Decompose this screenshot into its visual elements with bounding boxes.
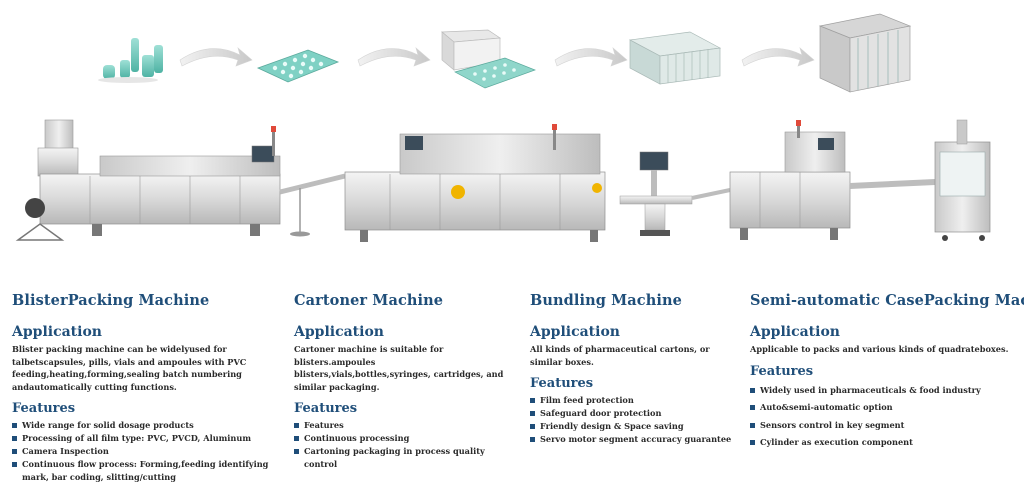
blister-packing-section: BlisterPacking Machine Application Blist… <box>12 292 274 484</box>
bundling-section: Bundling Machine Application All kinds o… <box>530 292 742 446</box>
feature-item: Friendly design & Space saving <box>530 420 742 433</box>
application-heading: Application <box>12 324 102 340</box>
section-title: BlisterPacking Machine <box>12 292 210 309</box>
feature-item: Widely used in pharmaceuticals & food in… <box>750 382 1018 400</box>
bundling-machine-image <box>691 120 851 240</box>
section-title: Bundling Machine <box>530 292 682 309</box>
section-title: Cartoner Machine <box>294 292 444 309</box>
feature-item: Servo motor segment accuracy guarantee <box>530 433 742 446</box>
feature-item: Safeguard door protection <box>530 407 742 420</box>
feature-item: Processing of all film type: PVC, PVCD, … <box>12 432 274 445</box>
application-heading: Application <box>750 324 840 340</box>
blister-pack-icon <box>256 49 340 83</box>
feature-item: Film feed protection <box>530 394 742 407</box>
feature-item: Cylinder as execution component <box>750 434 1018 452</box>
checkweigher-image <box>619 151 693 236</box>
features-heading: Features <box>530 376 594 391</box>
feature-item: Continuous processing <box>294 432 506 445</box>
application-text: Applicable to packs and various kinds of… <box>750 344 1009 354</box>
case-packing-section: Semi-automatic CasePacking Machine Appli… <box>750 292 1024 452</box>
application-heading: Application <box>530 324 620 340</box>
feature-item: Continuous flow process: Forming,feeding… <box>12 458 274 484</box>
bundled-cartons-icon <box>628 31 722 85</box>
application-text: All kinds of pharmaceutical cartons, or … <box>530 344 710 367</box>
features-heading: Features <box>750 363 814 379</box>
cartoner-machine-image <box>344 124 606 242</box>
flow-arrow-icon <box>179 47 253 67</box>
feature-item: Cartoning packaging in process quality c… <box>294 445 506 471</box>
blister-packing-machine-image <box>15 119 346 241</box>
feature-item: Camera Inspection <box>12 445 274 458</box>
shipping-case-icon <box>818 13 912 93</box>
feature-item: Auto&semi-automatic option <box>750 399 1018 417</box>
flow-arrow-icon <box>554 47 628 67</box>
carton-with-blisters-icon <box>441 29 536 89</box>
vials-ampoules-icon <box>98 38 163 83</box>
feature-item: Features <box>294 419 506 432</box>
features-list: Film feed protection Safeguard door prot… <box>530 394 742 446</box>
application-heading: Application <box>294 324 384 340</box>
features-heading: Features <box>12 401 76 416</box>
feature-item: Sensors control in key segment <box>750 417 1018 435</box>
features-list: Wide range for solid dosage products Pro… <box>12 419 274 484</box>
application-text: Blister packing machine can be widelyuse… <box>12 344 247 392</box>
features-list: Widely used in pharmaceuticals & food in… <box>750 382 1018 452</box>
features-list: Features Continuous processing Cartoning… <box>294 419 506 471</box>
application-text: Cartoner machine is suitable for blister… <box>294 344 504 392</box>
process-flow-illustration <box>98 13 912 93</box>
feature-item: Wide range for solid dosage products <box>12 419 274 432</box>
flow-arrow-icon <box>741 47 815 67</box>
section-title: Semi-automatic CasePacking Machine <box>750 292 1024 309</box>
packaging-line-illustration <box>15 119 991 242</box>
case-packing-machine-image <box>849 119 991 241</box>
features-heading: Features <box>294 401 358 416</box>
cartoner-section: Cartoner Machine Application Cartoner ma… <box>294 292 506 471</box>
flow-arrow-icon <box>357 47 431 67</box>
